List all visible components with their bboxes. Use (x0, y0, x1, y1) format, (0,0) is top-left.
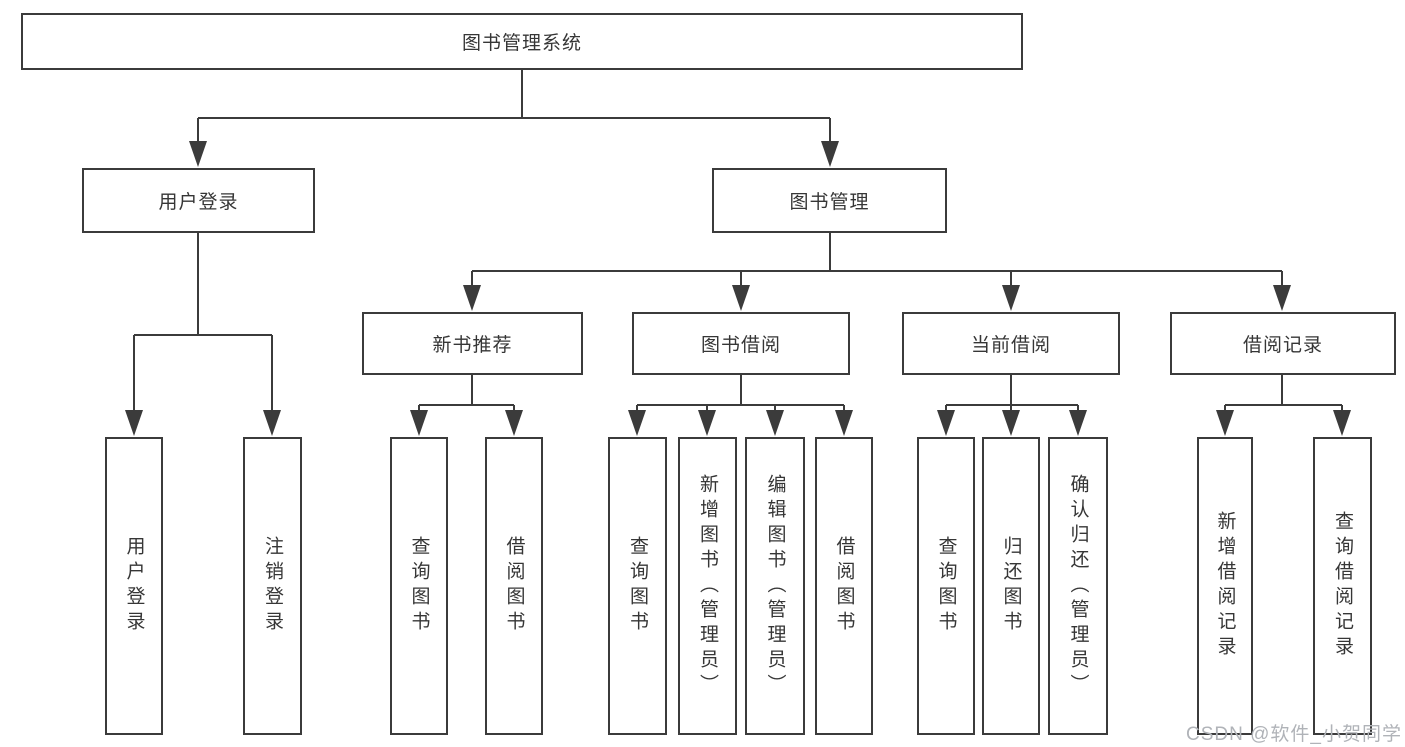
node-label: 当前借阅 (970, 335, 1051, 356)
node-label: 借阅图书 (833, 536, 855, 636)
connector-mgmt-to-level3 (463, 232, 1291, 311)
leaf-add-books-admin: 新增图书（管理员） (678, 437, 737, 735)
node-label: 新增借阅记录 (1214, 511, 1236, 661)
node-label: 新书推荐 (432, 335, 513, 356)
connector-records-to-leaves (1216, 375, 1351, 436)
leaf-recommend-query-books: 查询图书 (390, 437, 448, 735)
node-label: 编辑图书（管理员） (764, 473, 786, 699)
leaf-add-borrow-record: 新增借阅记录 (1197, 437, 1253, 735)
node-label: 查询图书 (935, 536, 957, 636)
node-label: 借阅记录 (1242, 335, 1323, 356)
leaf-current-query-books: 查询图书 (917, 437, 975, 735)
connector-borrow-to-leaves (628, 375, 853, 436)
leaf-borrow-books: 借阅图书 (815, 437, 873, 735)
node-new-book-recommend: 新书推荐 (362, 312, 583, 375)
node-label: 图书管理 (789, 192, 870, 213)
leaf-borrow-query-books: 查询图书 (608, 437, 667, 735)
leaf-confirm-return-admin: 确认归还（管理员） (1048, 437, 1108, 735)
node-label: 确认归还（管理员） (1067, 473, 1089, 699)
node-label: 借阅图书 (503, 536, 525, 636)
leaf-edit-books-admin: 编辑图书（管理员） (745, 437, 805, 735)
node-label: 用户登录 (158, 192, 239, 213)
node-label: 图书管理系统 (461, 33, 582, 54)
leaf-recommend-borrow-books: 借阅图书 (485, 437, 543, 735)
node-book-borrow: 图书借阅 (632, 312, 850, 375)
node-label: 查询图书 (627, 536, 648, 636)
connector-recommend-to-leaves (410, 375, 523, 436)
node-label: 新增图书（管理员） (697, 473, 718, 699)
leaf-return-books: 归还图书 (982, 437, 1040, 735)
node-borrow-records: 借阅记录 (1170, 312, 1396, 375)
node-user-login: 用户登录 (82, 168, 315, 233)
node-root-system: 图书管理系统 (21, 13, 1023, 70)
connector-current-to-leaves (937, 375, 1087, 436)
leaf-logout: 注销登录 (243, 437, 302, 735)
node-label: 查询图书 (408, 536, 430, 636)
connector-root-to-level2 (189, 70, 839, 167)
node-book-management: 图书管理 (712, 168, 947, 233)
csdn-watermark: CSDN @软件_小贺同学 (1186, 724, 1402, 745)
connector-login-to-leaves (125, 232, 281, 436)
leaf-user-login: 用户登录 (105, 437, 163, 735)
node-current-borrow: 当前借阅 (902, 312, 1120, 375)
node-label: 查询借阅记录 (1332, 511, 1353, 661)
node-label: 图书借阅 (700, 335, 781, 356)
node-label: 注销登录 (262, 536, 283, 636)
node-label: 用户登录 (123, 536, 145, 636)
node-label: 归还图书 (1000, 536, 1022, 636)
leaf-query-borrow-record: 查询借阅记录 (1313, 437, 1372, 735)
